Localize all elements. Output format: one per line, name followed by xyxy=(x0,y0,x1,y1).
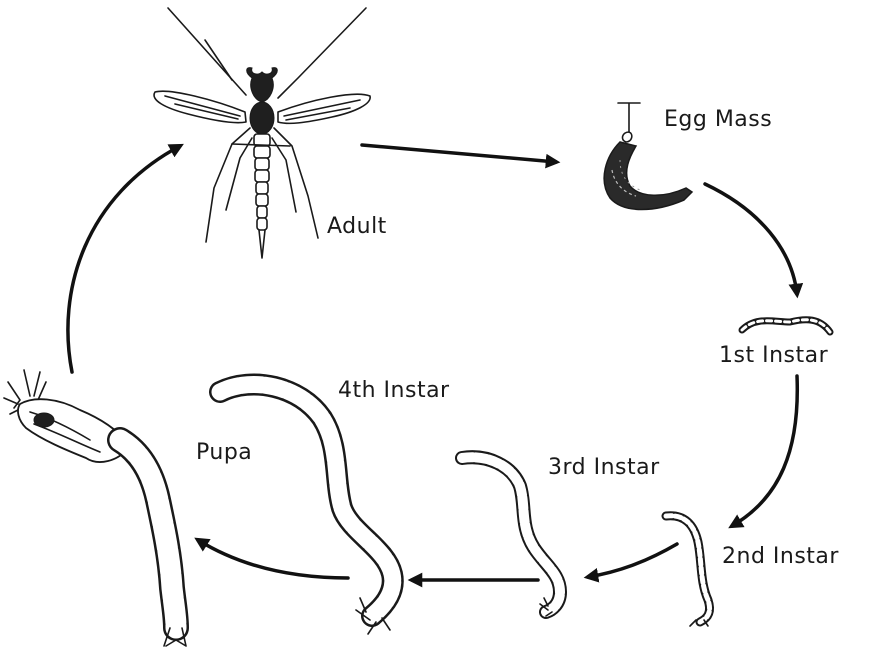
arrow-pupa-to-adult xyxy=(68,146,180,372)
fourth-instar-illustration xyxy=(220,384,393,634)
label-4th-instar: 4th Instar xyxy=(338,378,450,403)
label-adult: Adult xyxy=(327,214,387,239)
third-instar-illustration xyxy=(462,457,560,616)
first-instar-illustration xyxy=(742,320,830,332)
second-instar-illustration xyxy=(666,516,710,626)
label-3rd-instar: 3rd Instar xyxy=(548,455,660,480)
arrow-adult-to-egg-mass xyxy=(362,145,556,162)
arrow-2nd-instar-to-3rd-instar xyxy=(588,544,677,577)
arrow-egg-mass-to-1st-instar xyxy=(705,184,797,294)
label-egg-mass: Egg Mass xyxy=(664,107,772,132)
arrow-1st-instar-to-2nd-instar xyxy=(732,376,797,526)
pupa-illustration xyxy=(4,370,186,646)
label-1st-instar: 1st Instar xyxy=(719,343,829,368)
label-pupa: Pupa xyxy=(196,440,252,465)
arrow-4th-instar-to-pupa xyxy=(198,540,348,578)
label-2nd-instar: 2nd Instar xyxy=(722,544,839,569)
